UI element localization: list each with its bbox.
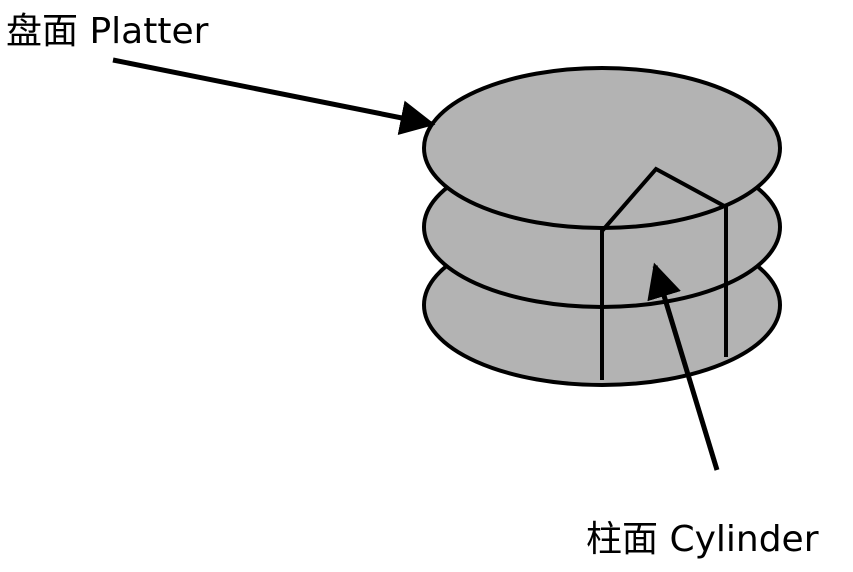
cylinder-label: 柱面 Cylinder (586, 519, 819, 560)
cylinder-section (600, 166, 728, 380)
cylinder-arrow (647, 262, 720, 471)
platter-arrow (112, 57, 436, 135)
platter-label: 盘面 Platter (6, 11, 209, 52)
platter-top (422, 66, 782, 230)
